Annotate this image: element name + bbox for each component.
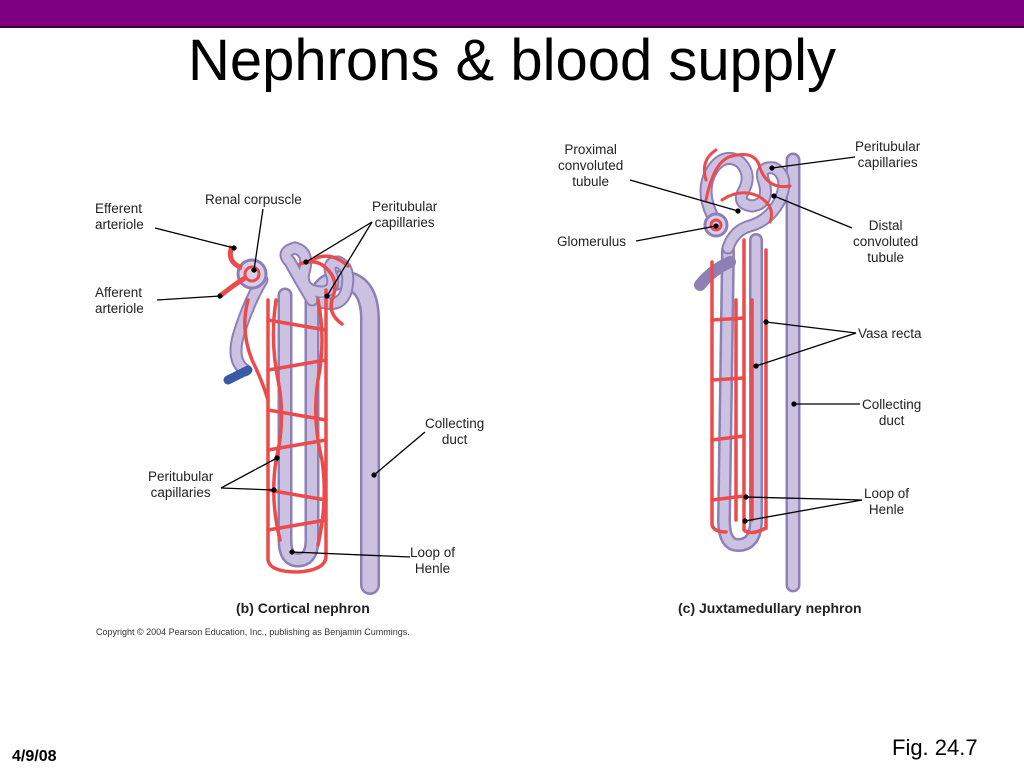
label-renal-corpuscle: Renal corpuscle — [205, 192, 302, 207]
juxtamedullary-nephron-drawing — [694, 148, 801, 593]
label-peritubular-capillaries-side: Peritubular capillaries — [148, 469, 214, 500]
peritubular-capillaries-b — [243, 254, 350, 574]
copyright-text: Copyright © 2004 Pearson Education, Inc.… — [96, 627, 410, 637]
caption-cortical-nephron: (b) Cortical nephron — [236, 600, 370, 616]
label-peritubular-capillaries-top: Peritubular capillaries — [372, 199, 438, 230]
leader-lines — [154, 156, 863, 558]
efferent-arteriole-b — [227, 245, 244, 271]
label-collecting-duct-b: Collecting duct — [425, 416, 485, 447]
label-collecting-duct-c: Collecting duct — [862, 397, 922, 428]
header-bar — [0, 0, 1024, 28]
slide-date: 4/9/08 — [12, 748, 57, 765]
renal-corpuscle-b — [236, 258, 268, 290]
label-peritubular-capillaries-c: Peritubular capillaries — [855, 139, 921, 170]
label-loop-of-henle-c: Loop of Henle — [864, 486, 910, 517]
cortical-nephron-drawing — [218, 241, 380, 595]
figure-reference: Fig. 24.7 — [892, 735, 978, 760]
label-efferent-arteriole: Efferent arteriole — [95, 201, 144, 232]
slide-title: Nephrons & blood supply — [187, 28, 837, 93]
peritubular-capillaries-c — [702, 148, 792, 224]
afferent-arteriole-b — [218, 275, 247, 298]
label-loop-of-henle-b: Loop of Henle — [410, 545, 456, 576]
label-vasa-recta: Vasa recta — [858, 326, 922, 341]
label-glomerulus: Glomerulus — [557, 234, 627, 249]
vasa-recta-c — [710, 238, 768, 535]
label-proximal-convoluted-tubule: Proximal convoluted tubule — [558, 142, 624, 189]
caption-juxtamedullary-nephron: (c) Juxtamedullary nephron — [678, 600, 862, 616]
label-distal-convoluted-tubule: Distal convoluted tubule — [853, 218, 919, 265]
label-afferent-arteriole: Afferent arteriole — [95, 285, 144, 316]
